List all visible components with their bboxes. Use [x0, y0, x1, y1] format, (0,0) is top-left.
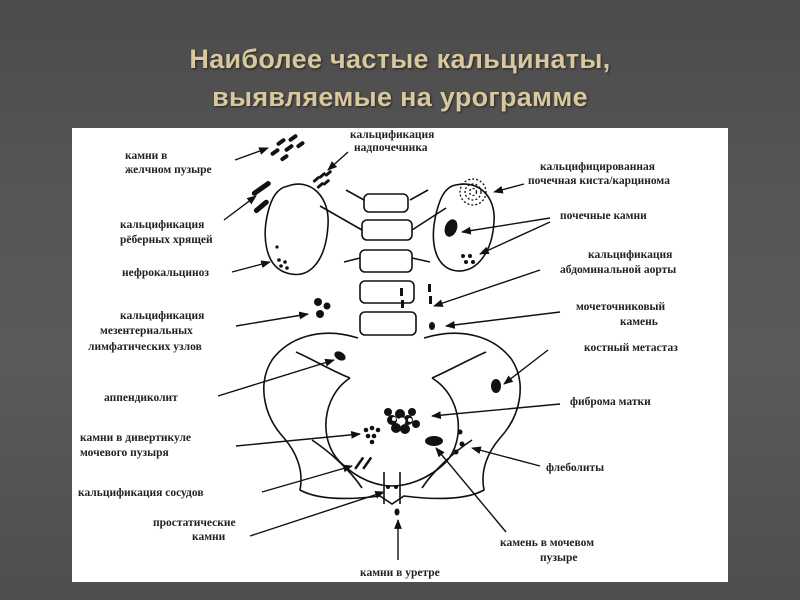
label-prostatic-1: простатические [153, 517, 236, 529]
label-bone-metastasis: костный метастаз [584, 342, 678, 354]
label-adrenal-2: надпочечника [354, 142, 428, 154]
vessel-calcification [354, 456, 373, 470]
right-kidney [264, 183, 329, 276]
label-diverticulum-2: мочевого пузыря [80, 447, 169, 459]
label-costal-1: кальцификация [120, 219, 204, 231]
label-diverticulum-1: камни в дивертикуле [80, 432, 191, 444]
urethral-stone [394, 508, 400, 516]
mesenteric-nodes [314, 298, 331, 318]
label-urethral: камни в уретре [360, 567, 440, 579]
label-bladder-stone-2: пузыре [540, 552, 577, 564]
label-costal-2: рёберных хрящей [120, 234, 213, 246]
labels: камни в желчном пузыре кальцификация над… [78, 129, 678, 579]
label-appendicolith: аппендиколит [104, 392, 178, 404]
label-aorta-2: абдоминальной аорты [560, 264, 676, 276]
label-gallbladder-1: камни в [125, 150, 167, 162]
label-vessels: кальцификация сосудов [78, 487, 204, 499]
label-renal-cyst-1: кальцифицированная [540, 161, 655, 173]
label-prostatic-2: камни [192, 531, 226, 543]
pelvic-inlet [325, 377, 460, 487]
label-adrenal-1: кальцификация [350, 129, 434, 141]
label-renal-cyst-2: почечная киста/карцинома [528, 175, 670, 187]
aortic-calcification [400, 284, 432, 308]
label-fibroid: фиброма матки [570, 396, 651, 408]
label-aorta-1: кальцификация [588, 249, 672, 261]
label-mesenteric-1: кальцификация [120, 310, 204, 322]
appendicolith [334, 351, 346, 361]
renal-cyst [459, 178, 487, 206]
prostatic-stones [386, 485, 398, 489]
ureteral-stone [429, 322, 435, 330]
adrenal-calcification [312, 170, 332, 189]
kidney-stone-large [444, 219, 458, 237]
label-bladder-stone-1: камень в мочевом [500, 537, 594, 549]
kidney-stones-small [461, 254, 475, 264]
label-phleboliths: флеболиты [546, 462, 604, 474]
label-mesenteric-2: мезентериальных [100, 325, 193, 337]
label-gallbladder-2: желчном пузыре [125, 164, 212, 176]
label-ureteral-2: камень [620, 316, 658, 328]
diverticulum-stones [363, 425, 381, 445]
bone-metastasis [491, 379, 501, 393]
bladder-stone [425, 436, 443, 446]
leader-arrows [217, 147, 561, 560]
gallbladder-stones [270, 134, 305, 162]
phleboliths [453, 429, 465, 455]
spine [359, 193, 419, 367]
title-line-2: выявляемые на урограмме [212, 82, 588, 112]
label-mesenteric-3: лимфатических узлов [88, 341, 202, 353]
anatomy [263, 183, 521, 505]
nephrocalcinosis [275, 245, 289, 270]
label-kidney-stones: почечные камни [560, 210, 647, 222]
title-line-1: Наиболее частые кальцинаты, [189, 44, 611, 74]
uterine-fibroid [384, 408, 420, 434]
costal-calcification [251, 181, 271, 214]
label-ureteral-1: мочеточниковый [576, 301, 666, 313]
label-nephrocalcinosis: нефрокальциноз [122, 267, 209, 279]
slide-title: Наиболее частые кальцинаты, выявляемые н… [0, 40, 800, 116]
calcifications [251, 134, 501, 516]
